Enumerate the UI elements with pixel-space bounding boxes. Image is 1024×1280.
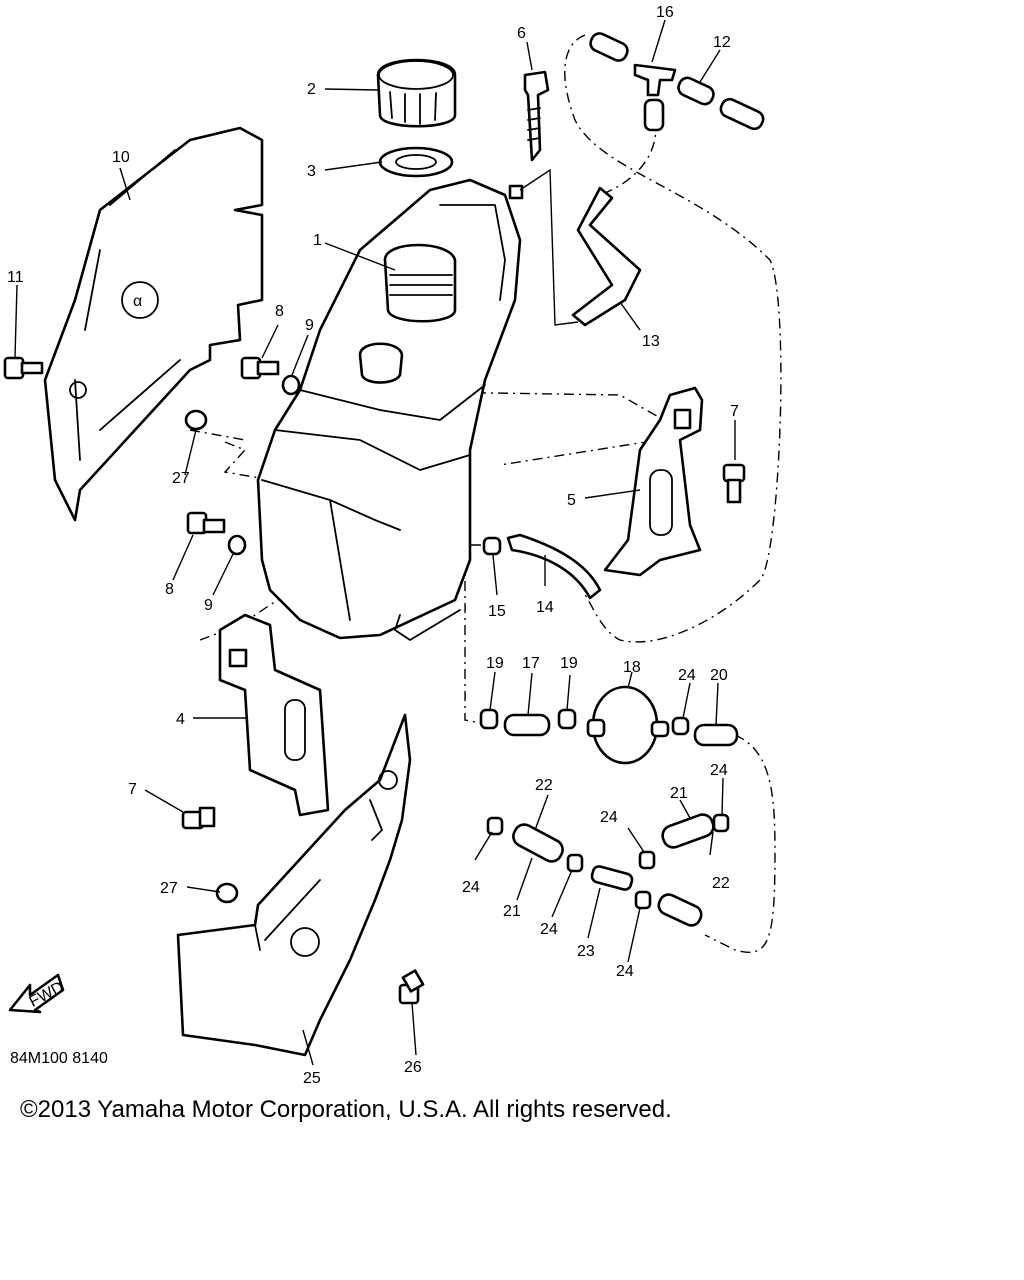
tank-bracket-right (603, 386, 704, 577)
bolt-11 (3, 356, 44, 380)
clamp-15 (482, 536, 502, 556)
callout-20: 20 (710, 667, 728, 684)
callout-5: 5 (567, 492, 576, 509)
callout-26: 26 (404, 1059, 422, 1076)
callout-9-lower: 9 (204, 597, 213, 614)
washer-9-upper (281, 374, 301, 396)
copyright-notice: ©2013 Yamaha Motor Corporation, U.S.A. A… (20, 1096, 672, 1123)
callout-2: 2 (307, 81, 316, 98)
callout-11: 11 (7, 269, 24, 286)
fuel-tank (256, 178, 524, 641)
bolt-7-right (722, 463, 746, 504)
callout-14: 14 (536, 599, 554, 616)
callout-15: 15 (488, 603, 506, 620)
callout-18: 18 (623, 659, 641, 676)
filler-cap (376, 58, 457, 128)
grommet-27-upper (184, 409, 208, 431)
callout-24-f: 24 (616, 963, 634, 980)
callout-27-upper: 27 (172, 470, 190, 487)
grommet-27-lower (215, 882, 239, 904)
callout-7-right: 7 (730, 403, 739, 420)
callout-13: 13 (642, 333, 660, 350)
callout-24-e: 24 (540, 921, 558, 938)
bolt-8-lower (186, 511, 226, 535)
fuel-gauge-6 (523, 70, 550, 162)
callout-10: 10 (112, 149, 130, 166)
callout-24-b: 24 (710, 762, 728, 779)
fwd-arrow-icon: FWD (8, 973, 67, 1014)
cap-gasket (378, 146, 454, 178)
callout-16: 16 (656, 4, 674, 21)
callout-17: 17 (522, 655, 540, 672)
callout-19-a: 19 (486, 655, 504, 672)
side-cover-lower (176, 713, 412, 1057)
diagram-ref-code: 84M100 8140 (10, 1050, 108, 1067)
callout-25: 25 (303, 1070, 321, 1087)
side-cover-upper: α (43, 126, 264, 522)
callout-24-c: 24 (600, 809, 618, 826)
callout-27-lower: 27 (160, 880, 178, 897)
bolt-8-upper (240, 356, 280, 380)
callout-8-upper: 8 (275, 303, 284, 320)
washer-9-lower (227, 534, 247, 556)
hose-set-12-16 (589, 32, 765, 132)
callout-8-lower: 8 (165, 581, 174, 598)
callout-4: 4 (176, 711, 185, 728)
callout-24-d: 24 (462, 879, 480, 896)
bolt-7-left (181, 806, 216, 830)
leader-lines (14, 19, 736, 1066)
tank-bracket-left (218, 613, 330, 817)
callout-22-b: 22 (712, 875, 730, 892)
callout-19-b: 19 (560, 655, 578, 672)
callout-6: 6 (517, 25, 526, 42)
primer-assembly (486, 813, 730, 927)
callout-3: 3 (307, 163, 316, 180)
callout-23: 23 (577, 943, 595, 960)
fuel-hose-14 (506, 533, 602, 600)
callout-22-a: 22 (535, 777, 553, 794)
callout-21-b: 21 (503, 903, 521, 920)
callout-labels: 2 3 1 4 5 6 7 7 8 9 8 9 10 11 12 13 14 1… (7, 4, 739, 1087)
breather-hose (571, 186, 642, 327)
callout-1: 1 (313, 232, 322, 249)
callout-7-left: 7 (128, 781, 137, 798)
callout-24-a: 24 (678, 667, 696, 684)
callout-12: 12 (713, 34, 731, 51)
bolt-26 (398, 969, 425, 1005)
callout-21-a: 21 (670, 785, 688, 802)
callout-9-upper: 9 (305, 317, 314, 334)
svg-text:α: α (133, 293, 142, 310)
filter-line (479, 685, 739, 765)
